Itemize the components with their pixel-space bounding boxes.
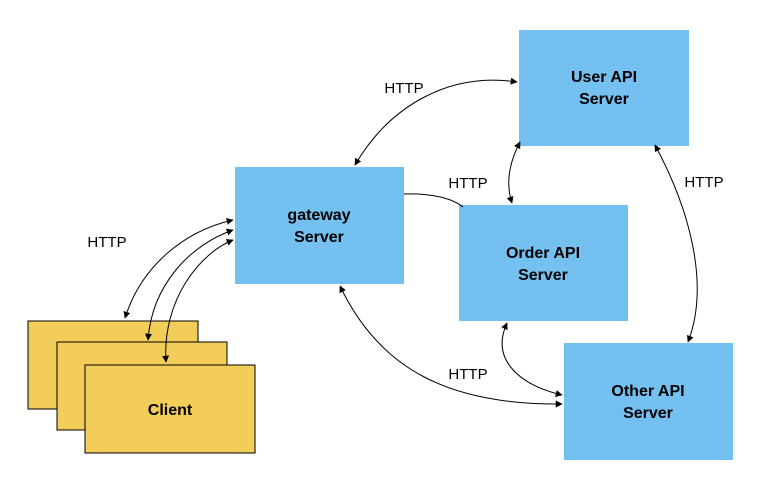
edge-user-api-order-api	[506, 141, 521, 204]
order-api-server-label-line2: Server	[518, 267, 568, 284]
user-api-server-label-line1: User API	[571, 69, 637, 86]
edge-label-gateway-other-api: HTTP	[448, 366, 487, 383]
other-api-server-node: Other API Server	[564, 343, 733, 460]
edge-client-back-gateway	[123, 217, 234, 319]
order-api-server-label-line1: Order API	[506, 245, 580, 262]
user-api-server-label-line2: Server	[579, 91, 629, 108]
other-api-server-label-line2: Server	[623, 405, 673, 422]
edge-label-client-gateway: HTTP	[87, 234, 126, 251]
gateway-server-box	[235, 167, 404, 284]
edge-client-front-gateway	[162, 239, 234, 363]
edge-label-user-api-other-api: HTTP	[684, 174, 723, 191]
edge-order-api-other-api	[501, 322, 563, 397]
other-api-server-label-line1: Other API	[611, 383, 684, 400]
edge-user-api-other-api	[654, 144, 698, 343]
order-api-server-box	[459, 205, 628, 321]
gateway-server-label-line1: gateway	[287, 207, 350, 224]
order-api-server-node: Order API Server	[459, 205, 628, 321]
user-api-server-box	[519, 30, 689, 146]
client-label: Client	[148, 402, 193, 419]
gateway-server-label-line2: Server	[294, 229, 344, 246]
edge-gateway-user-api	[354, 77, 518, 166]
user-api-server-node: User API Server	[519, 30, 689, 146]
client-node-stack: Client	[27, 320, 256, 454]
gateway-server-node: gateway Server	[235, 167, 404, 284]
edge-label-gateway-order-api: HTTP	[448, 175, 487, 192]
other-api-server-box	[564, 343, 733, 460]
client-box-front	[84, 364, 256, 454]
edge-label-gateway-user-api: HTTP	[384, 80, 423, 97]
edge-gateway-order-api	[403, 193, 464, 208]
edge-gateway-other-api	[339, 285, 563, 408]
